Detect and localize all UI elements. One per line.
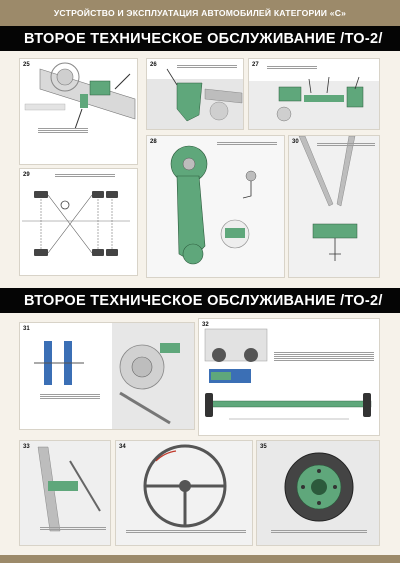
panel-number: 27 [252, 62, 259, 68]
poster-title: УСТРОЙСТВО И ЭКСПЛУАТАЦИЯ АВТОМОБИЛЕЙ КА… [53, 8, 347, 18]
panel-caption [55, 173, 115, 178]
panel-number: 25 [23, 62, 30, 68]
panel-33: 33 [19, 440, 111, 546]
panel-27: 27 [248, 58, 380, 130]
section-title-2: ВТОРОЕ ТЕХНИЧЕСКОЕ ОБСЛУЖИВАНИЕ /ТО-2/ [0, 288, 400, 313]
panel-26: 26 [146, 58, 244, 130]
poster-header: УСТРОЙСТВО И ЭКСПЛУАТАЦИЯ АВТОМОБИЛЕЙ КА… [0, 0, 400, 26]
section-title-text: ВТОРОЕ ТЕХНИЧЕСКОЕ ОБСЛУЖИВАНИЕ /ТО-2/ [24, 292, 383, 309]
panel-number: 34 [119, 444, 126, 450]
panel-28: 28 [146, 135, 285, 278]
panel-caption [40, 393, 100, 400]
panel-caption [40, 526, 106, 531]
illustration-steering-linkage [249, 76, 379, 129]
panel-number: 29 [23, 172, 30, 178]
poster-footer-band [0, 555, 400, 563]
illustration-pitman-arm [147, 136, 284, 277]
illustration-steering-gear [147, 68, 243, 129]
section-title-text: ВТОРОЕ ТЕХНИЧЕСКОЕ ОБСЛУЖИВАНИЕ /ТО-2/ [24, 30, 383, 47]
panel-number: 31 [23, 326, 30, 332]
illustration-axle-alignment [204, 328, 372, 420]
panel-caption [217, 141, 277, 146]
panel-caption [267, 65, 317, 70]
panel-caption [38, 127, 88, 134]
panel-number: 28 [150, 139, 157, 145]
panel-number: 32 [202, 322, 209, 328]
panel-29: 29 [19, 168, 138, 276]
panel-32: 32 [198, 318, 380, 436]
panel-caption [177, 64, 237, 69]
panel-caption [126, 529, 246, 534]
illustration-suspension-pins [24, 62, 136, 130]
panel-caption [274, 351, 374, 362]
illustration-wheel-hub [257, 441, 379, 545]
panel-34: 34 [115, 440, 253, 546]
panel-number: 33 [23, 444, 30, 450]
panel-caption [317, 142, 375, 147]
panel-35: 35 [256, 440, 380, 546]
panel-25: 25 [19, 58, 138, 165]
illustration-tire-rotation-scheme [22, 191, 130, 256]
panel-caption [271, 529, 367, 534]
panel-number: 35 [260, 444, 267, 450]
panel-number: 26 [150, 62, 157, 68]
illustration-steering-wheel-play [116, 441, 252, 545]
section-title-1: ВТОРОЕ ТЕХНИЧЕСКОЕ ОБСЛУЖИВАНИЕ /ТО-2/ [0, 26, 400, 51]
illustration-steering-column [289, 136, 379, 277]
panel-number: 30 [292, 139, 299, 145]
panel-30: 30 [288, 135, 380, 278]
panel-31: 31 [19, 322, 195, 430]
illustration-brake-mechanism [34, 323, 194, 429]
